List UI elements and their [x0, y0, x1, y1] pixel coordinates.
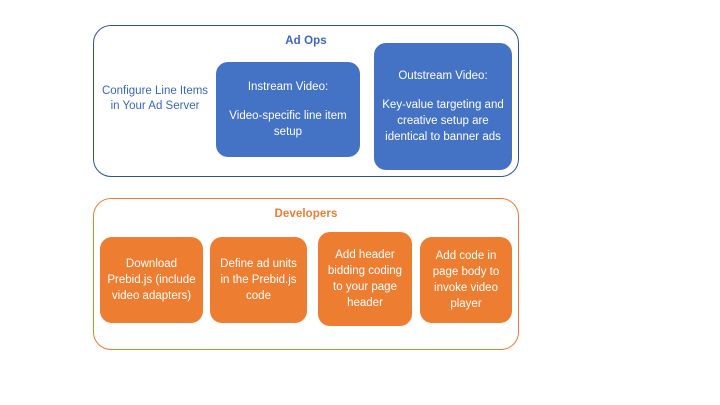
node-add-page-body-code: Add code in page body to invoke video pl… [420, 237, 512, 323]
node-define-ad-units-text: Define ad units in the Prebid.js code [220, 258, 297, 302]
node-instream-video-spacer [223, 95, 353, 108]
node-add-header-bidding-code-text: Add header bidding coding to your page h… [327, 249, 403, 309]
node-define-ad-units: Define ad units in the Prebid.js code [210, 237, 307, 323]
group-title-developers: Developers [274, 208, 338, 220]
node-instream-video-heading: Instream Video: [247, 81, 329, 93]
node-add-page-body-code-text: Add code in page body to invoke video pl… [432, 250, 500, 310]
node-download-prebid: Download Prebid.js (include video adapte… [100, 237, 203, 323]
node-configure-line-items-text: Configure Line Items in Your Ad Server [101, 84, 209, 113]
node-add-header-bidding-code: Add header bidding coding to your page h… [318, 232, 412, 326]
group-title-ad-ops: Ad Ops [285, 35, 327, 47]
node-outstream-video-spacer [381, 84, 505, 97]
node-outstream-video: Outstream Video: Key-value targeting and… [374, 43, 512, 170]
node-configure-line-items: Configure Line Items in Your Ad Server [100, 66, 210, 132]
node-download-prebid-text: Download Prebid.js (include video adapte… [107, 258, 196, 302]
node-outstream-video-body: Key-value targeting and creative setup a… [382, 99, 504, 143]
node-outstream-video-heading: Outstream Video: [398, 70, 488, 82]
node-instream-video-body: Video-specific line item setup [229, 110, 347, 138]
node-instream-video: Instream Video: Video-specific line item… [216, 62, 360, 157]
